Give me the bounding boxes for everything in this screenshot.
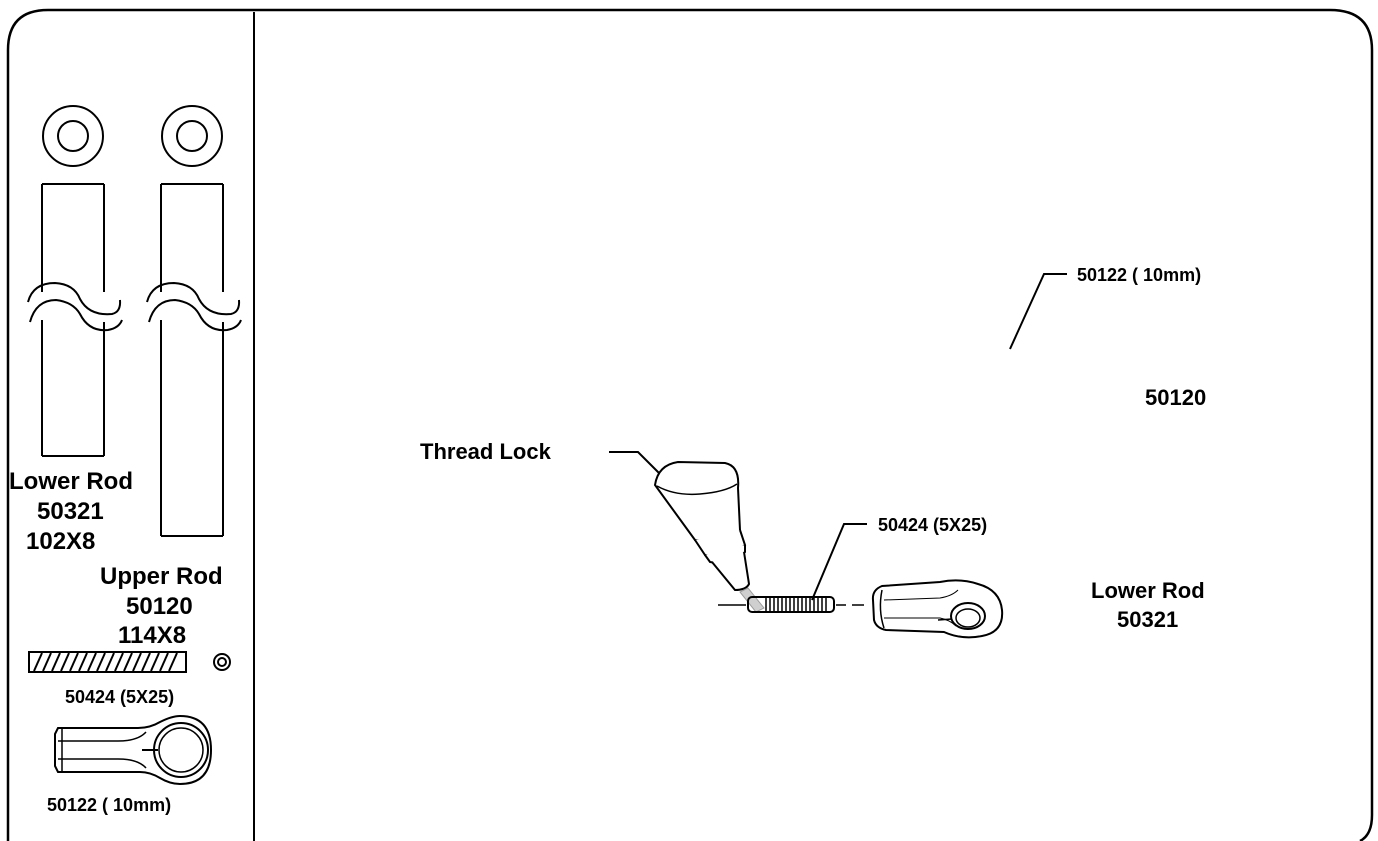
assembly-lower-rod-part-no: 50321	[1117, 607, 1179, 632]
upper-rod-size: 114X8	[118, 622, 187, 649]
set-screw-icon	[28, 651, 187, 673]
upper-rod-part-no: 50120	[126, 593, 193, 620]
ball-end-part-no: 50122 ( 10mm)	[47, 795, 172, 815]
ball-end-leader	[1009, 273, 1067, 350]
screw-end-icon	[213, 653, 231, 671]
thread-lock-leader	[609, 451, 661, 475]
washer-icon	[161, 105, 223, 167]
upper-rod-name: Upper Rod	[100, 563, 223, 590]
set-screw-part-no: 50424 (5X25)	[65, 687, 175, 707]
page-frame	[6, 8, 1374, 841]
lower-rod-size: 102X8	[26, 528, 96, 555]
lower-rod-part-no: 50321	[37, 498, 104, 525]
upper-rod-icon	[146, 183, 242, 537]
assembly-set-screw-label: 50424 (5X25)	[878, 515, 988, 535]
lower-rod-name: Lower Rod	[9, 468, 133, 495]
assembly-ball-end-label: 50122 ( 10mm)	[1077, 265, 1202, 285]
assembly-upper-rod-label: 50120	[1145, 385, 1207, 410]
thread-lock-bottle-icon	[653, 460, 765, 613]
washer-icon	[42, 105, 104, 167]
ball-end-icon	[54, 714, 213, 786]
assembly-lower-rod-name: Lower Rod	[1091, 578, 1205, 603]
set-screw-leader	[811, 523, 867, 601]
lower-rod-icon	[27, 183, 123, 457]
assembly-ball-end-icon	[871, 579, 1004, 639]
thread-lock-label: Thread Lock	[420, 439, 551, 464]
assembly-set-screw-icon	[718, 596, 864, 613]
